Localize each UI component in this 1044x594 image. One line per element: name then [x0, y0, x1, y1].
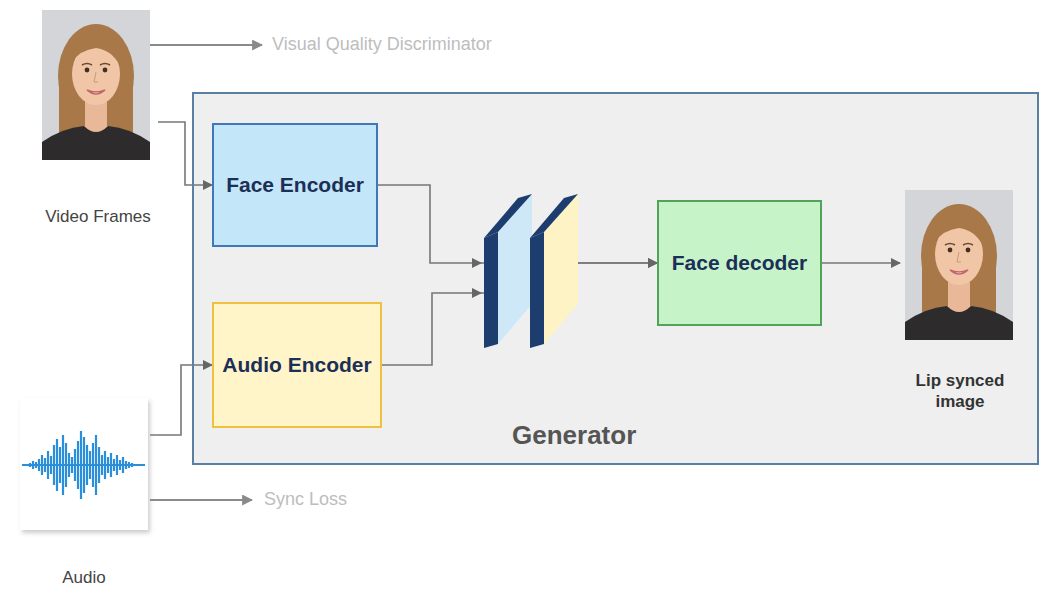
image-caption: Audio — [18, 568, 150, 588]
group-title: Generator — [512, 420, 636, 451]
sync-loss-arrow — [150, 499, 252, 501]
grey-note: Visual Quality Discriminator — [272, 34, 492, 55]
grey-note: Sync Loss — [264, 489, 347, 510]
generator-box: Generator Face EncoderAudio Encoder Face d… — [192, 92, 1039, 465]
audio-waveform-icon — [20, 398, 148, 530]
image-caption: Video Frames — [38, 207, 158, 227]
image-node: Audio — [18, 396, 150, 590]
connector-arrow — [822, 262, 900, 264]
process-box: Face decoder — [657, 200, 822, 326]
box-label: Audio Encoder — [222, 353, 371, 377]
video-frame-photo — [42, 10, 150, 160]
discriminator-arrow — [150, 44, 262, 46]
box-label: Face Encoder — [226, 173, 364, 197]
image-node: Lip synced image — [900, 188, 1020, 420]
connector-arrow — [158, 122, 212, 185]
lip-synced-photo — [905, 190, 1013, 340]
concat-block — [472, 194, 578, 348]
process-box: Face Encoder — [212, 123, 378, 247]
box-label: Face decoder — [672, 251, 807, 275]
generator-fill — [193, 93, 1038, 464]
process-box: Audio Encoder — [212, 302, 382, 428]
image-node: Video Frames — [38, 5, 158, 230]
connector-arrow — [150, 365, 212, 435]
image-caption: Lip synced image — [900, 370, 1020, 413]
